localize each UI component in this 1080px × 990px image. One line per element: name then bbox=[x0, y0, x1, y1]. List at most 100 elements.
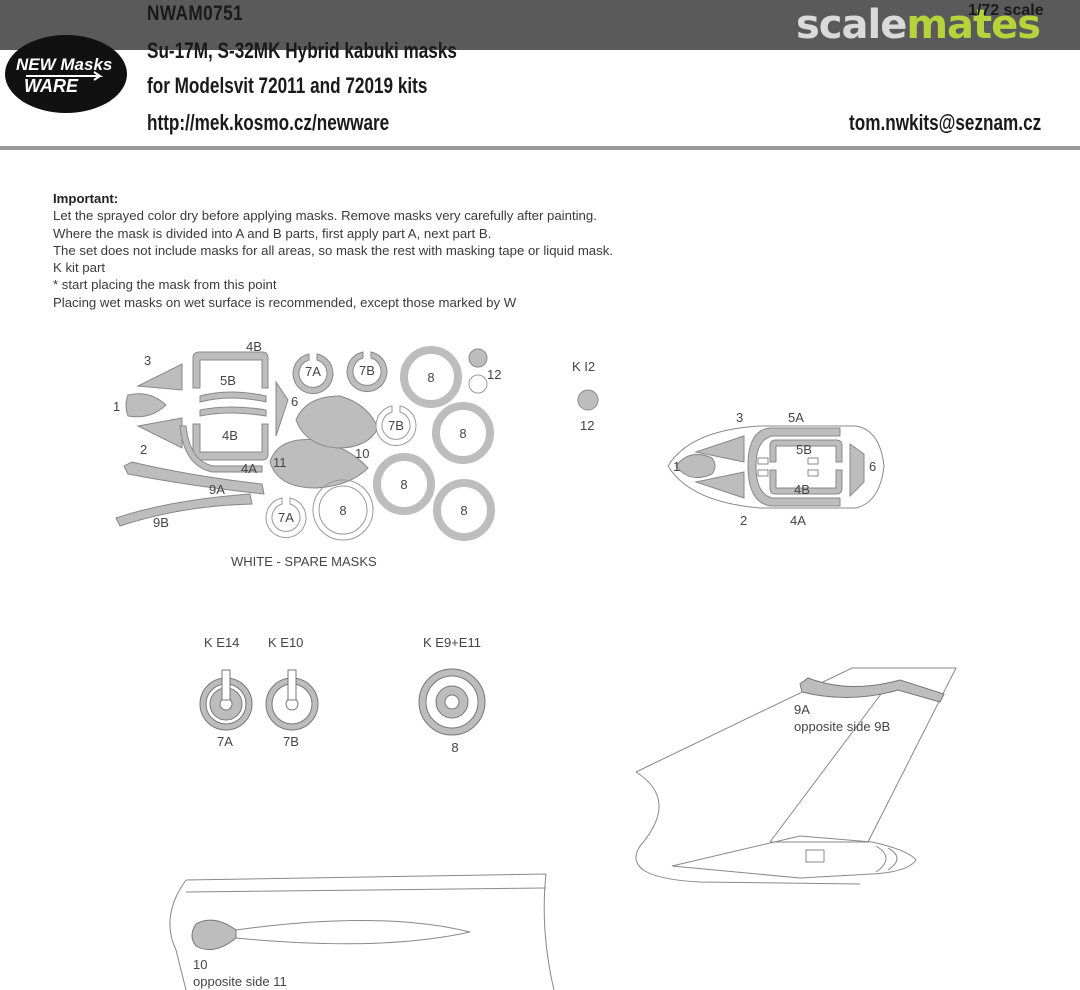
new-ware-logo: NEW Masks WARE bbox=[5, 35, 127, 113]
fin-leading-edge bbox=[769, 689, 885, 843]
label: 8 bbox=[400, 477, 407, 492]
logo-line1: NEW Masks bbox=[16, 55, 112, 74]
note-line: Where the mask is divided into A and B p… bbox=[53, 225, 492, 241]
wheel-e14 bbox=[199, 669, 253, 731]
wheel-label: 8 bbox=[451, 740, 458, 755]
label: 5A bbox=[788, 410, 804, 425]
mask-8-ring bbox=[433, 479, 495, 541]
mask-9b bbox=[115, 493, 253, 527]
exhaust-detail bbox=[887, 847, 898, 871]
tail-diagram bbox=[635, 667, 957, 885]
logo-line2: WARE bbox=[24, 76, 79, 96]
label: 9A bbox=[209, 482, 225, 497]
wheel-kit-label: K E14 bbox=[204, 635, 239, 650]
mask-11 bbox=[269, 438, 369, 489]
wheel-kit-label: K E9+E11 bbox=[423, 635, 481, 650]
label: 8 bbox=[427, 370, 434, 385]
spare-7b bbox=[375, 405, 417, 447]
fuselage-note: opposite side 11 bbox=[193, 974, 287, 989]
intake-outline bbox=[235, 920, 471, 945]
title-line1: Su-17M, S-32MK Hybrid kabuki masks bbox=[147, 38, 457, 63]
label: 3 bbox=[736, 410, 743, 425]
canopy-3 bbox=[694, 435, 745, 463]
mask-sheet bbox=[115, 346, 495, 541]
exhaust-detail bbox=[875, 845, 887, 873]
canopy-5b bbox=[769, 439, 843, 463]
mask-7a bbox=[292, 353, 334, 395]
mask-3 bbox=[136, 363, 183, 391]
label: 7A bbox=[278, 510, 294, 525]
note-line: * start placing the mask from this point bbox=[53, 277, 277, 293]
mask-5b bbox=[192, 351, 269, 389]
email-link[interactable]: tom.nwkits@seznam.cz bbox=[849, 110, 1042, 135]
canopy-labels: 3 5A 5B 1 6 4B 2 4A bbox=[673, 410, 876, 528]
label: 10 bbox=[355, 446, 369, 461]
label: 4B bbox=[246, 339, 262, 354]
canopy-2 bbox=[694, 471, 745, 499]
fin-label: 9A bbox=[794, 702, 810, 717]
fuselage-line bbox=[635, 771, 861, 885]
notes-title: Important: bbox=[53, 191, 119, 206]
mask-8-ring bbox=[373, 453, 435, 515]
mask-12 bbox=[468, 348, 488, 368]
label: 12 bbox=[580, 418, 594, 433]
mask-9a bbox=[123, 461, 265, 495]
canopy-latch bbox=[757, 469, 769, 477]
exhaust-detail bbox=[805, 849, 825, 863]
title-line2: for Modelsvit 72011 and 72019 kits bbox=[147, 73, 428, 98]
note-line: The set does not include masks for all a… bbox=[53, 242, 613, 258]
note-line: Placing wet masks on wet surface is reco… bbox=[53, 294, 517, 310]
label: 4B bbox=[794, 482, 810, 497]
sheet-labels: 3 4B 5B 1 6 4B 2 4A 9A 9B 11 10 7A 7B 8 … bbox=[113, 339, 599, 569]
mask-6 bbox=[275, 380, 289, 437]
canopy-latch bbox=[757, 457, 769, 465]
mask-4a bbox=[179, 425, 263, 473]
mask-8-ring bbox=[432, 402, 494, 464]
label: 6 bbox=[869, 459, 876, 474]
wheel-e9-e11 bbox=[418, 668, 486, 736]
label: 9B bbox=[153, 515, 169, 530]
mask-strip bbox=[199, 406, 267, 417]
fin-note: opposite side 9B bbox=[794, 719, 890, 734]
label: 4B bbox=[222, 428, 238, 443]
label: 5B bbox=[220, 373, 236, 388]
mask-12-kit bbox=[577, 389, 599, 411]
label: 4A bbox=[241, 461, 257, 476]
label: 8 bbox=[460, 503, 467, 518]
canopy-latch bbox=[807, 457, 819, 465]
mask-1 bbox=[125, 393, 167, 418]
label: 11 bbox=[273, 455, 287, 470]
scale-label: 1/72 scale bbox=[968, 2, 1044, 19]
label: 1 bbox=[673, 459, 680, 474]
label: 8 bbox=[459, 426, 466, 441]
header-band bbox=[0, 0, 1080, 50]
wheel-e10 bbox=[265, 669, 319, 731]
label: 7A bbox=[305, 364, 321, 379]
spare-7a bbox=[265, 497, 307, 539]
note-line: Let the sprayed color dry before applyin… bbox=[53, 208, 597, 224]
mask-8-ring bbox=[400, 346, 462, 408]
website-link[interactable]: http://mek.kosmo.cz/newware bbox=[147, 110, 390, 135]
exhaust bbox=[671, 835, 917, 879]
label: 6 bbox=[291, 394, 298, 409]
wheel-label: 7A bbox=[217, 734, 233, 749]
label: 1 bbox=[113, 399, 120, 414]
spare-8 bbox=[312, 479, 374, 541]
label: 4A bbox=[790, 513, 806, 528]
fuselage-mask-10 bbox=[191, 919, 237, 951]
label: 12 bbox=[487, 367, 501, 382]
label: 5B bbox=[796, 442, 812, 457]
spare-12 bbox=[468, 374, 488, 394]
spare-note: WHITE - SPARE MASKS bbox=[231, 554, 377, 569]
scalemates-watermark: scalemates bbox=[796, 2, 1041, 48]
header-divider bbox=[0, 146, 1080, 150]
canopy-1 bbox=[675, 453, 716, 479]
label: 8 bbox=[339, 503, 346, 518]
mask-strip bbox=[199, 391, 267, 403]
label: 2 bbox=[740, 513, 747, 528]
label: 2 bbox=[140, 442, 147, 457]
fin-mask-9a bbox=[799, 677, 945, 703]
canopy-5a bbox=[747, 427, 841, 507]
wheel-label: 7B bbox=[283, 734, 299, 749]
